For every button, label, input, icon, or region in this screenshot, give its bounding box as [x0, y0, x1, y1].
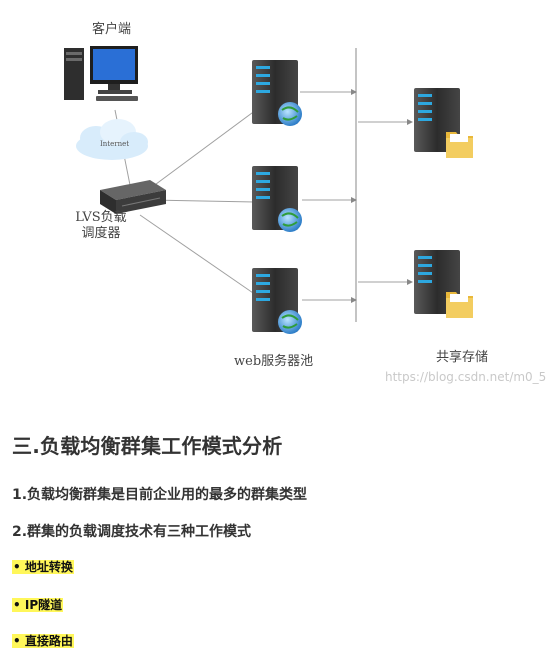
bullet-text: • 直接路由	[12, 634, 74, 648]
watermark: https://blog.csdn.net/m0_5	[385, 370, 547, 384]
connection-lines	[114, 48, 413, 322]
client-label: 客户端	[92, 22, 132, 37]
paragraph-1: 1.负载均衡群集是目前企业用的最多的群集类型	[12, 487, 308, 503]
article-body: 三.负载均衡群集工作模式分析 1.负载均衡群集是目前企业用的最多的群集类型 2.…	[12, 430, 547, 648]
bullet-item-address-translation: • 地址转换	[12, 558, 74, 575]
bullet-item-ip-tunnel: • IP隧道	[12, 596, 64, 613]
section-heading: 三.负载均衡群集工作模式分析	[12, 434, 283, 458]
web-server-1-icon	[252, 60, 302, 126]
load-balancer-icon	[100, 180, 166, 214]
storage-label: 共享存储	[436, 350, 489, 365]
bullet-text: • 地址转换	[12, 560, 74, 574]
internet-label: Internet	[100, 140, 129, 148]
diagram-graphics: Internet	[64, 46, 473, 334]
web-server-2-icon	[252, 166, 302, 232]
paragraph-2: 2.群集的负载调度技术有三种工作模式	[12, 524, 252, 540]
architecture-diagram: Internet	[64, 22, 547, 384]
bullet-text: • IP隧道	[12, 598, 64, 612]
storage-server-1-icon	[414, 88, 473, 158]
bullet-item-direct-routing: • 直接路由	[12, 632, 74, 649]
client-computer-icon	[64, 46, 138, 101]
internet-cloud-icon: Internet	[76, 119, 148, 160]
web-server-3-icon	[252, 268, 302, 334]
lvs-label: LVS负载调度器	[75, 210, 127, 241]
storage-server-2-icon	[414, 250, 473, 318]
web-pool-label: web服务器池	[234, 354, 314, 369]
